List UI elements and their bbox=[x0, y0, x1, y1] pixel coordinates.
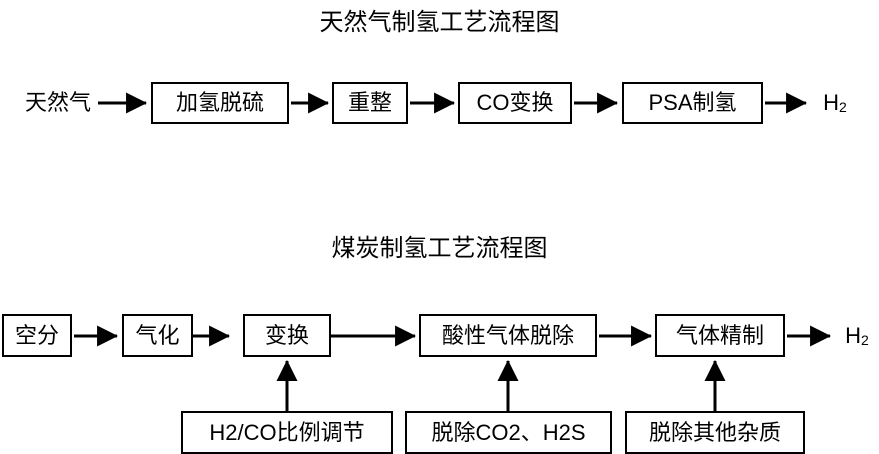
node-acid-gas-removal[interactable]: 酸性气体脱除 bbox=[419, 314, 597, 357]
hydrogen-subscript: 2 bbox=[839, 99, 847, 115]
node-psa-hydrogen[interactable]: PSA制氢 bbox=[622, 82, 763, 124]
node-reforming[interactable]: 重整 bbox=[332, 82, 408, 124]
diagram-title-coal: 煤炭制氢工艺流程图 bbox=[331, 235, 548, 262]
node-gasification[interactable]: 气化 bbox=[122, 314, 193, 357]
node-hydrodesulfurization[interactable]: 加氢脱硫 bbox=[151, 82, 289, 124]
node-gas-purification[interactable]: 气体精制 bbox=[655, 314, 785, 357]
node-shift-conversion[interactable]: 变换 bbox=[243, 314, 331, 357]
node-feed-label: 天然气 bbox=[24, 90, 91, 115]
diagram-title-natural-gas: 天然气制氢工艺流程图 bbox=[319, 9, 560, 36]
hydrogen-subscript: 2 bbox=[861, 332, 869, 348]
node-air-separation[interactable]: 空分 bbox=[2, 314, 72, 357]
node-co-shift[interactable]: CO变换 bbox=[458, 82, 572, 124]
node-other-impurity-removal[interactable]: 脱除其他杂质 bbox=[625, 411, 805, 454]
node-ratio-adjustment[interactable]: H2/CO比例调节 bbox=[181, 411, 393, 454]
hydrogen-element: H bbox=[823, 90, 840, 115]
node-co2-h2s-removal[interactable]: 脱除CO2、H2S bbox=[405, 411, 612, 454]
hydrogen-element: H bbox=[845, 323, 862, 348]
